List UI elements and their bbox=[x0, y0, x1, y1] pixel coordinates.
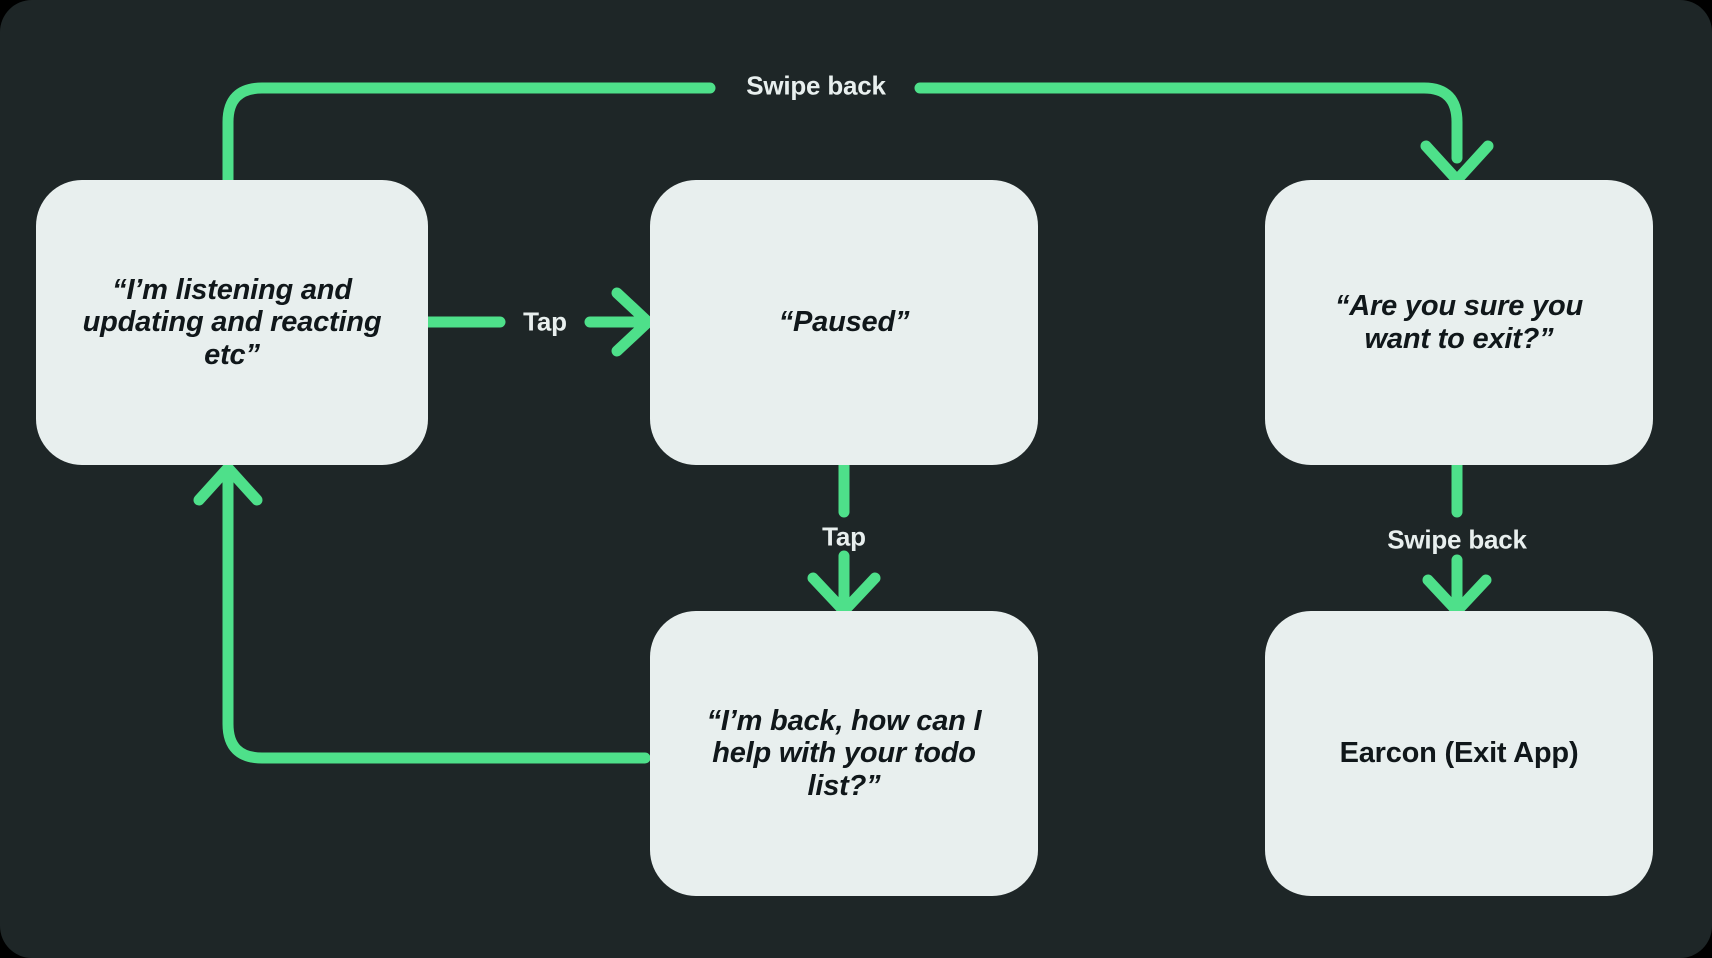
node-earcon[interactable]: Earcon (Exit App) bbox=[1265, 611, 1653, 896]
edge-label-listening-to-confirm: Swipe back bbox=[746, 70, 886, 101]
edge-back-to-listening-arrowhead bbox=[193, 462, 263, 506]
edge-back-to-listening-line bbox=[222, 472, 651, 764]
edge-listening-to-confirm-line-left bbox=[222, 82, 716, 186]
edge-label-listening-to-paused: Tap bbox=[523, 306, 567, 337]
node-back-todo[interactable]: “I’m back, how can I help with your todo… bbox=[650, 611, 1038, 896]
edge-confirm-to-earcon-arrowhead bbox=[1422, 574, 1492, 617]
node-confirm-exit-label: “Are you sure you want to exit?” bbox=[1335, 290, 1583, 355]
node-listening[interactable]: “I’m listening and updating and reacting… bbox=[36, 180, 428, 465]
node-listening-label: “I’m listening and updating and reacting… bbox=[82, 273, 382, 371]
node-confirm-exit[interactable]: “Are you sure you want to exit?” bbox=[1265, 180, 1653, 465]
edge-label-confirm-to-earcon: Swipe back bbox=[1387, 524, 1527, 555]
edge-listening-to-paused-arrowhead bbox=[611, 287, 654, 357]
node-paused-label: “Paused” bbox=[778, 306, 910, 339]
node-paused[interactable]: “Paused” bbox=[650, 180, 1038, 465]
node-back-todo-label: “I’m back, how can I help with your todo… bbox=[706, 704, 982, 802]
edge-listening-to-confirm-line-right bbox=[914, 82, 1463, 164]
edge-listening-to-confirm-arrowhead bbox=[1420, 140, 1494, 186]
edge-label-paused-to-back: Tap bbox=[822, 521, 866, 552]
node-earcon-label: Earcon (Exit App) bbox=[1339, 737, 1579, 770]
edge-paused-to-back-arrowhead bbox=[807, 572, 881, 617]
